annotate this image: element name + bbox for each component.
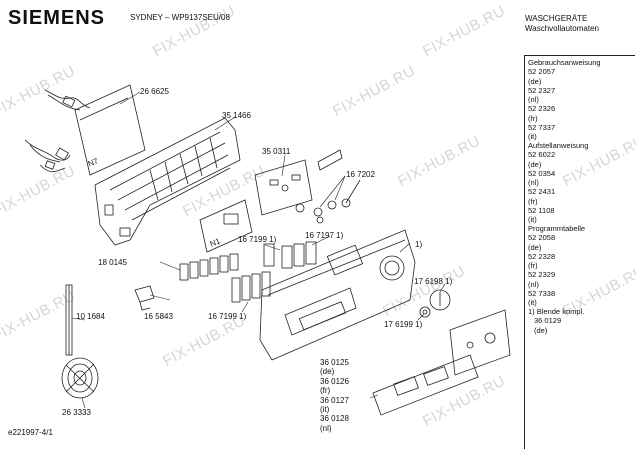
knob-176199 [419, 306, 431, 318]
part-label: 18 0145 [98, 258, 127, 267]
knob-176198 [429, 289, 451, 311]
section-line: 52 2057 [528, 67, 556, 77]
cover-part-line: (de) [320, 367, 335, 377]
cover-part-line: (nl) [320, 423, 332, 433]
keys-167199 [231, 243, 275, 303]
part-label: 17 6198 1) [414, 277, 453, 286]
manual-section: Gebrauchsanweisung 52 2057 (de) 52 2327 … [528, 58, 601, 142]
section-line: 52 7337 [528, 123, 556, 133]
part-label: 16 7199 1) [208, 312, 247, 321]
module-n7 [74, 84, 146, 176]
cover-part-line: 36 0128 [320, 414, 349, 424]
section-line: 52 2058 [528, 233, 556, 243]
section-line: 52 2329 [528, 270, 556, 280]
blende-section: 1) Blende kompl. 36 0129 (de) [528, 307, 584, 335]
section-line: (nl) [528, 95, 539, 105]
cover-part-line: 36 0125 [320, 358, 349, 367]
section-line: (it) [528, 215, 537, 225]
section-line: 52 2328 [528, 251, 556, 261]
install-section: Aufstellanweisung 52 6022 (de) 52 0354 (… [528, 141, 588, 225]
section-line: (de) [534, 325, 548, 335]
part-label: 16 7197 1) [305, 231, 344, 240]
program-section: Programmtabelle 52 2058 (de) 52 2328 (fr… [528, 224, 585, 308]
section-line: 52 7338 [528, 289, 556, 299]
section-title: Gebrauchsanweisung [528, 58, 601, 67]
rod-101684 [65, 284, 73, 356]
part-180145 [134, 285, 155, 311]
section-line: (fr) [528, 113, 538, 123]
section-line: 52 2327 [528, 85, 556, 95]
section-line: 52 6022 [528, 150, 556, 160]
section-line: (de) [528, 242, 542, 252]
section-line: (it) [528, 298, 537, 308]
section-line: (de) [528, 159, 542, 169]
document-id: e221997-4/1 [8, 428, 53, 437]
part-label: 16 7199 1) [238, 235, 277, 244]
part-label: 10 1684 [76, 312, 105, 321]
section-line: (nl) [528, 279, 539, 289]
part-label: 16 7202 [346, 170, 375, 179]
model-title: SYDNEY – WP9137SEU/08 [130, 13, 230, 22]
part-label: 35 0311 [262, 147, 291, 156]
panel-plate [449, 309, 511, 376]
push-rods-167202 [295, 179, 361, 224]
category-line-1: WASCHGERÄTE [525, 14, 588, 23]
leader-lines [71, 91, 446, 409]
section-title: 1) Blende kompl. [528, 307, 585, 316]
section-line: 52 1108 [528, 206, 555, 216]
cover-part-line: 36 0127 [320, 395, 349, 405]
module-n1 [199, 199, 253, 253]
wiring-harness-n7 [24, 89, 91, 173]
keys-165843 [179, 253, 239, 281]
section-line: 52 0354 [528, 168, 556, 178]
section-line: 36 0129 [534, 316, 562, 326]
part-label: 35 1466 [222, 111, 251, 120]
part-label: 26 3333 [62, 408, 91, 417]
part-label: 16 5843 [144, 312, 173, 321]
buttons-167197 [281, 241, 317, 269]
cover-part-list: 36 0125 (de) 36 0126 (fr) 36 0127 (it) 3… [320, 358, 349, 433]
part-label: 26 6625 [140, 87, 169, 96]
cover-part-line: (fr) [320, 386, 331, 396]
dial-263333 [61, 357, 99, 399]
control-frame-351466 [94, 117, 241, 246]
section-line: 52 2431 [528, 187, 556, 197]
board-350311 [254, 149, 343, 216]
brand-logo: SIEMENS [8, 7, 106, 29]
section-title: Programmtabelle [528, 224, 586, 233]
section-title: Aufstellanweisung [528, 141, 589, 150]
cover-360125 [372, 354, 479, 416]
fascia-panel [259, 229, 416, 361]
section-line: (it) [528, 132, 537, 142]
cover-part-line: 36 0126 [320, 376, 349, 386]
section-line: (nl) [528, 178, 539, 188]
category-line-2: Waschvollautomaten [525, 24, 599, 33]
part-label: 17 6199 1) [384, 320, 423, 329]
section-line: (fr) [528, 261, 538, 271]
documentation-panel: Gebrauchsanweisung 52 2057 (de) 52 2327 … [524, 55, 635, 449]
part-label: 1) [415, 240, 423, 249]
section-line: 52 2326 [528, 104, 556, 114]
cover-part-line: (it) [320, 405, 330, 415]
section-line: (de) [528, 76, 542, 86]
section-line: (fr) [528, 196, 538, 206]
